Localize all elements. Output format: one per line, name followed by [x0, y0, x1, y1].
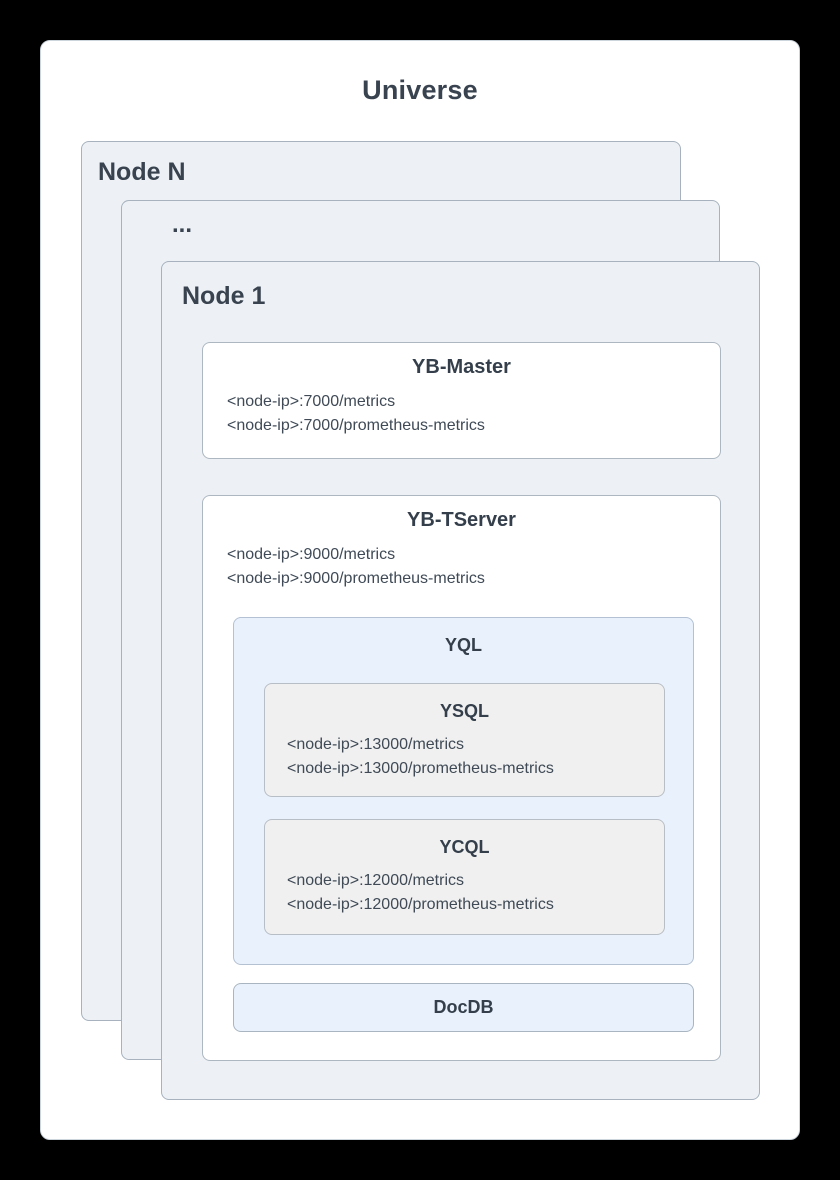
yb-master-endpoint-prometheus: <node-ip>:7000/prometheus-metrics — [227, 417, 485, 434]
docdb-title: DocDB — [433, 997, 494, 1017]
ysql-endpoint-prometheus: <node-ip>:13000/prometheus-metrics — [287, 760, 554, 777]
yb-tserver-title: YB-TServer — [407, 509, 516, 531]
yb-master-title: YB-Master — [412, 356, 511, 378]
ysql-box: YSQL <node-ip>:13000/metrics <node-ip>:1… — [264, 683, 665, 797]
yb-master-endpoints: <node-ip>:7000/metrics <node-ip>:7000/pr… — [227, 390, 720, 438]
node-n-label: Node N — [98, 158, 186, 186]
docdb-box: DocDB — [233, 983, 694, 1032]
yb-master-endpoint-metrics: <node-ip>:7000/metrics — [227, 393, 396, 410]
ysql-endpoints: <node-ip>:13000/metrics <node-ip>:13000/… — [287, 733, 664, 781]
ysql-title: YSQL — [439, 701, 489, 721]
universe-container: Universe Node N ... Node 1 YB-Master <no… — [40, 40, 800, 1140]
ycql-endpoints: <node-ip>:12000/metrics <node-ip>:12000/… — [287, 869, 664, 917]
yb-tserver-endpoint-prometheus: <node-ip>:9000/prometheus-metrics — [227, 570, 485, 587]
diagram-title: Universe — [362, 75, 478, 105]
node-1-box: Node 1 YB-Master <node-ip>:7000/metrics … — [161, 261, 760, 1100]
ycql-endpoint-prometheus: <node-ip>:12000/prometheus-metrics — [287, 896, 554, 913]
yb-master-box: YB-Master <node-ip>:7000/metrics <node-i… — [202, 342, 721, 459]
node-1-label: Node 1 — [182, 282, 266, 310]
ycql-title: YCQL — [439, 837, 490, 857]
node-ellipsis-label: ... — [172, 211, 193, 238]
ycql-endpoint-metrics: <node-ip>:12000/metrics — [287, 872, 464, 889]
yb-tserver-endpoint-metrics: <node-ip>:9000/metrics — [227, 546, 396, 563]
ysql-endpoint-metrics: <node-ip>:13000/metrics — [287, 736, 464, 753]
yb-tserver-endpoints: <node-ip>:9000/metrics <node-ip>:9000/pr… — [227, 543, 720, 591]
yql-box: YQL YSQL <node-ip>:13000/metrics <node-i… — [233, 617, 694, 965]
ycql-box: YCQL <node-ip>:12000/metrics <node-ip>:1… — [264, 819, 665, 935]
yb-tserver-box: YB-TServer <node-ip>:9000/metrics <node-… — [202, 495, 721, 1061]
yql-title: YQL — [444, 635, 482, 655]
